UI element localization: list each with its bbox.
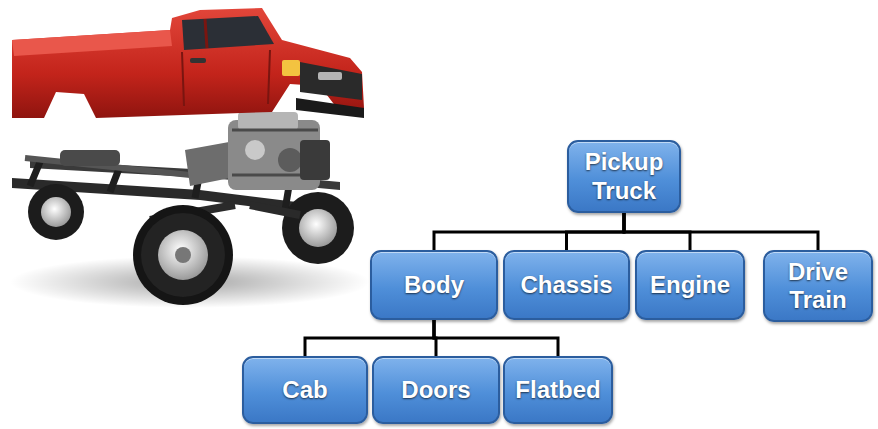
box-label: Chassis	[520, 271, 612, 299]
tree-connector	[434, 213, 624, 250]
tree-box: Body	[370, 250, 498, 320]
box-label: Body	[404, 271, 464, 299]
tree-connector	[624, 213, 818, 250]
tree-box: Drive Train	[763, 250, 873, 322]
box-label: Flatbed	[515, 376, 600, 404]
tree-connector	[567, 213, 625, 250]
tree-box: Doors	[372, 356, 500, 424]
tree-connector	[305, 320, 434, 356]
truck-illustration	[0, 0, 370, 320]
box-label: Pickup Truck	[575, 148, 673, 204]
box-label: Engine	[650, 271, 730, 299]
tree-box: Pickup Truck	[567, 140, 681, 213]
tree-box: Chassis	[503, 250, 630, 320]
box-label: Cab	[282, 376, 327, 404]
tree-box: Flatbed	[503, 356, 613, 424]
box-label: Drive Train	[771, 258, 865, 314]
tree-box: Engine	[635, 250, 745, 320]
box-label: Doors	[401, 376, 470, 404]
tree-connector	[434, 320, 558, 356]
tree-box: Cab	[242, 356, 368, 424]
